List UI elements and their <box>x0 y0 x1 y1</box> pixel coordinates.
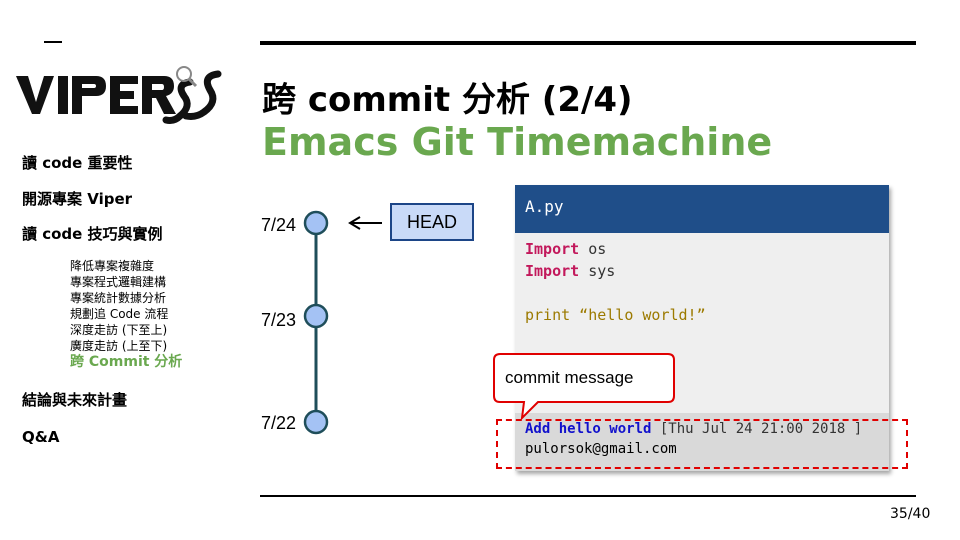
top-dash <box>44 41 62 43</box>
timeline-date: 7/24 <box>261 215 297 235</box>
commit-author: pulorsok@gmail.com <box>525 441 677 457</box>
commit-node <box>303 303 329 329</box>
subnav-item[interactable]: 深度走訪 (下至上) <box>70 323 168 337</box>
editor-commit-footer: Add hello world [Thu Jul 24 21:00 2018 ]… <box>515 413 889 471</box>
timeline-graph <box>303 210 382 435</box>
commit-message-callout <box>493 353 675 421</box>
page-number: 35/40 <box>890 506 931 522</box>
code-text: “hello world!” <box>570 306 706 324</box>
nav-item-read-code-techniques[interactable]: 讀 code 技巧與實例 <box>22 225 163 243</box>
nav-item-read-code-importance[interactable]: 讀 code 重要性 <box>22 154 133 172</box>
editor-filename: A.py <box>525 197 564 216</box>
title-divider-top <box>260 41 916 45</box>
commit-line: Add hello world [Thu Jul 24 21:00 2018 ] <box>525 421 862 437</box>
slide-title: 跨 commit 分析 (2/4) <box>262 80 633 120</box>
nav-item-qa[interactable]: Q&A <box>22 428 60 446</box>
commit-highlight-box <box>496 419 908 469</box>
code-text: sys <box>579 262 616 280</box>
code-keyword: Import <box>525 240 580 258</box>
vipers-logo <box>16 66 222 124</box>
commit-date: [Thu Jul 24 21:00 2018 ] <box>651 421 863 437</box>
head-arrow-icon <box>348 216 361 230</box>
nav-item-open-source-viper[interactable]: 開源專案 Viper <box>22 190 133 208</box>
title-divider-bottom <box>260 495 916 497</box>
code-function: print <box>525 306 571 324</box>
subnav-item[interactable]: 規劃追 Code 流程 <box>70 307 169 321</box>
head-label: HEAD <box>390 203 474 241</box>
subnav-item[interactable]: 廣度走訪 (上至下) <box>70 339 168 353</box>
subnav-item[interactable]: 降低專案複雜度 <box>70 259 155 273</box>
code-line: Import os <box>525 240 606 258</box>
commit-message: Add hello world <box>525 421 652 437</box>
timeline-date: 7/23 <box>261 310 297 330</box>
editor-header: A.py <box>515 185 889 233</box>
code-keyword: Import <box>525 262 580 280</box>
callout-text: commit message <box>505 368 634 387</box>
code-text: os <box>579 240 607 258</box>
code-line: print “hello world!” <box>525 306 706 324</box>
slide-subtitle: Emacs Git Timemachine <box>262 120 773 164</box>
code-line: Import sys <box>525 262 615 280</box>
code-editor: A.py Import os Import sys print “hello w… <box>515 185 889 471</box>
subnav-item-active[interactable]: 跨 Commit 分析 <box>70 354 183 370</box>
subnav-item[interactable]: 專案統計數據分析 <box>70 291 167 305</box>
subnav-item[interactable]: 專案程式邏輯建構 <box>70 275 167 289</box>
nav-item-conclusion[interactable]: 結論與未來計畫 <box>22 391 128 409</box>
commit-node <box>303 409 329 435</box>
commit-node <box>303 210 329 236</box>
timeline-date: 7/22 <box>261 413 297 433</box>
